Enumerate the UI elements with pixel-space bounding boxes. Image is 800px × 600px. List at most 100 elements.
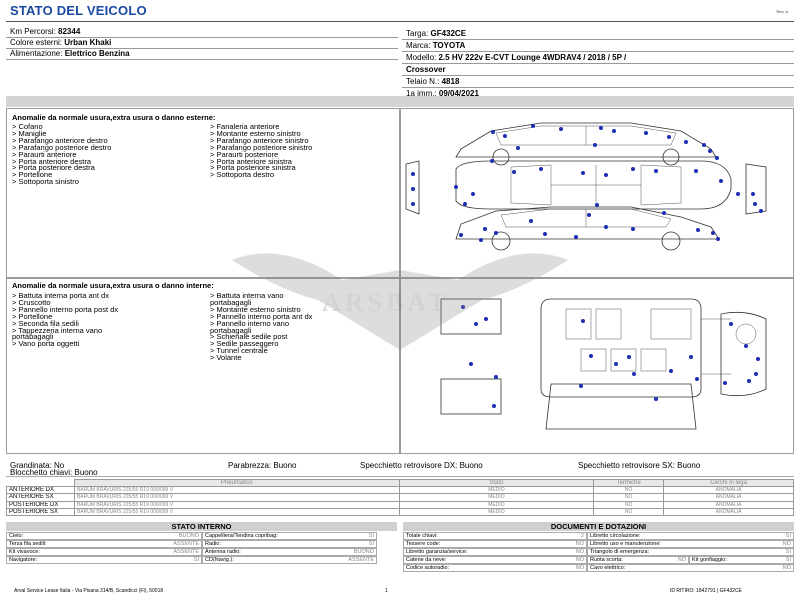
list-item: > Parafango anteriore sinistro bbox=[210, 135, 309, 145]
list-item: portabagagli bbox=[210, 325, 252, 335]
list-item: > Cruscotto bbox=[12, 297, 51, 307]
list-item: > Schienale sedile post bbox=[210, 332, 288, 342]
external-damage-col2: > Fanaleria anteriore > Montante esterno… bbox=[210, 122, 400, 180]
list-item: > Montante esterno sinistro bbox=[210, 128, 301, 138]
list-item: > Paraurti anteriore bbox=[12, 149, 77, 159]
revision-label: Rev. A bbox=[776, 9, 789, 14]
page-title: STATO DEL VEICOLO bbox=[10, 3, 147, 18]
imm-row: 1a imm.: 09/04/2021 bbox=[406, 89, 794, 101]
imm-value: 09/04/2021 bbox=[438, 89, 479, 98]
table-row: POSTERIORE DX BARUM BRAVURIS 225/55 R19 … bbox=[6, 500, 794, 509]
blocchetto: Blocchetto chiavi: Buono bbox=[10, 468, 98, 477]
modello-label: Modello: bbox=[406, 53, 437, 62]
fuel-label: Alimentazione: bbox=[10, 49, 63, 58]
fuel-value: Elettrico Benzina bbox=[64, 49, 130, 58]
side-view-top bbox=[455, 122, 717, 158]
list-item: > Cofano bbox=[12, 122, 43, 131]
list-item: > Sottoporta destro bbox=[210, 170, 274, 180]
door-panel-left-upper bbox=[440, 298, 502, 335]
km-row: Km Percorsi: 82344 bbox=[10, 27, 395, 38]
targa-value: GF432CE bbox=[430, 29, 467, 38]
list-item: > Parafango posteriore destro bbox=[12, 142, 112, 152]
stato-interno-title: STATO INTERNO bbox=[6, 522, 397, 531]
internal-damage-heading: Anomalie da normale usura,extra usura o … bbox=[12, 281, 214, 290]
documenti-title: DOCUMENTI E DOTAZIONI bbox=[403, 522, 794, 531]
modello-row-2: Crossover bbox=[406, 65, 794, 77]
telaio-row: Telaio N.: 4818 bbox=[406, 77, 794, 89]
list-item: portabagagli bbox=[210, 297, 252, 307]
list-item: > Portellone bbox=[12, 311, 53, 321]
internal-damage-panel: Anomalie da normale usura,extra usura o … bbox=[6, 278, 400, 454]
list-item: > Volante bbox=[210, 353, 242, 363]
external-diagram-panel bbox=[400, 108, 794, 278]
col-stato: Stato bbox=[398, 478, 595, 488]
list-item: > Montante esterno sinistro bbox=[210, 304, 301, 314]
marca-row: Marca: TOYOTA bbox=[406, 41, 794, 53]
list-item: > Porta posteriore sinistra bbox=[210, 163, 296, 173]
list-item: > Parafango anteriore destro bbox=[12, 135, 108, 145]
tyre-table: Pneumatico Stato Termiche Cerchi in lega… bbox=[6, 478, 794, 517]
table-row: ANTERIORE DX BARUM BRAVURIS 225/55 R19 0… bbox=[6, 486, 794, 495]
vehicle-info-right: Targa: GF432CE Marca: TOYOTA Modello: 2.… bbox=[406, 29, 794, 101]
side-view-bottom bbox=[455, 206, 720, 240]
list-item: > Seconda fila sedili bbox=[12, 318, 79, 328]
list-item: > Porta anteriore sinistra bbox=[210, 156, 292, 166]
targa-row: Targa: GF432CE bbox=[406, 29, 794, 41]
footer-page-number: 1 bbox=[385, 588, 388, 594]
external-damage-heading: Anomalie da normale usura,extra usura o … bbox=[12, 113, 216, 122]
color-value: Urban Khaki bbox=[64, 38, 112, 47]
list-item: > Maniglie bbox=[12, 128, 47, 138]
internal-damage-col2: > Battuta interna vano portabagagli > Mo… bbox=[210, 292, 400, 363]
list-item: > Porta anteriore destra bbox=[12, 156, 92, 166]
list-item: > Tappezzeria interna vano bbox=[12, 325, 103, 335]
col-cerchi: Cerchi in lega bbox=[663, 478, 794, 488]
marca-value: TOYOTA bbox=[432, 41, 466, 50]
section-band bbox=[6, 96, 794, 107]
rear-view bbox=[745, 163, 767, 215]
table-row: POSTERIORE SX BARUM BRAVURIS 225/55 R19 … bbox=[6, 507, 794, 517]
list-item: > Sottoporta sinistro bbox=[12, 177, 79, 187]
telaio-label: Telaio N.: bbox=[406, 77, 440, 86]
list-item: > Parafango posteriore sinistro bbox=[210, 142, 313, 152]
list-item: portabagagli bbox=[12, 332, 54, 342]
list-item: > Porta posteriore destra bbox=[12, 163, 95, 173]
list-item: > Sedile passeggero bbox=[210, 339, 279, 349]
col-termiche: Termiche bbox=[593, 478, 665, 488]
list-item: > Tunnel centrale bbox=[210, 346, 268, 356]
list-item: > Portellone bbox=[12, 170, 53, 180]
parabrezza: Parabrezza: Buono bbox=[228, 461, 297, 470]
internal-diagram-panel bbox=[400, 278, 794, 454]
color-row: Colore esterni: Urban Khaki bbox=[10, 38, 395, 49]
footer-ritiro-id: ID RITIRO: 1842791 | GF432CE bbox=[670, 588, 742, 594]
exterior-car-diagram bbox=[405, 122, 767, 251]
modello-row: Modello: 2.5 HV 222v E-CVT Lounge 4WDRAV… bbox=[406, 53, 794, 65]
fuel-row: Alimentazione: Elettrico Benzina bbox=[10, 49, 395, 60]
marca-label: Marca: bbox=[406, 41, 431, 50]
grandinata: Grandinata: No bbox=[10, 461, 65, 470]
interior-damage-markers bbox=[461, 305, 760, 408]
trunk-view bbox=[545, 383, 697, 430]
km-label: Km Percorsi: bbox=[10, 27, 56, 36]
front-view bbox=[405, 160, 420, 215]
header-rule bbox=[6, 21, 794, 22]
list-item: > Pannello interno porta ant dx bbox=[210, 311, 313, 321]
modello-value-2: Crossover bbox=[406, 65, 446, 74]
interior-car-diagram bbox=[440, 298, 767, 430]
documenti-grid: Totale chiavi:2 Libretto circolazione:SI… bbox=[403, 532, 794, 574]
list-item: > Fanaleria anteriore bbox=[210, 122, 280, 131]
list-item: > Paraurti posteriore bbox=[210, 149, 279, 159]
internal-damage-col1: > Battuta interna porta ant dx > Cruscot… bbox=[12, 291, 212, 348]
door-panel-left bbox=[440, 378, 502, 415]
imm-label: 1a imm.: bbox=[406, 89, 437, 98]
specchio-dx: Specchietto retrovisore DX: Buono bbox=[360, 461, 483, 470]
list-item: > Pannello interno porta post dx bbox=[12, 304, 119, 314]
list-item: > Battuta interna porta ant dx bbox=[12, 291, 109, 300]
telaio-value: 4818 bbox=[441, 77, 460, 86]
top-view bbox=[455, 160, 732, 210]
targa-label: Targa: bbox=[406, 29, 429, 38]
tyre-header-row: Pneumatico Stato Termiche Cerchi in lega bbox=[7, 478, 794, 488]
modello-value: 2.5 HV 222v E-CVT Lounge 4WDRAV4 / 2018 … bbox=[438, 53, 627, 62]
damage-markers bbox=[411, 124, 763, 242]
external-damage-col1: > Cofano > Maniglie > Parafango anterior… bbox=[12, 122, 207, 187]
km-value: 82344 bbox=[58, 27, 81, 36]
